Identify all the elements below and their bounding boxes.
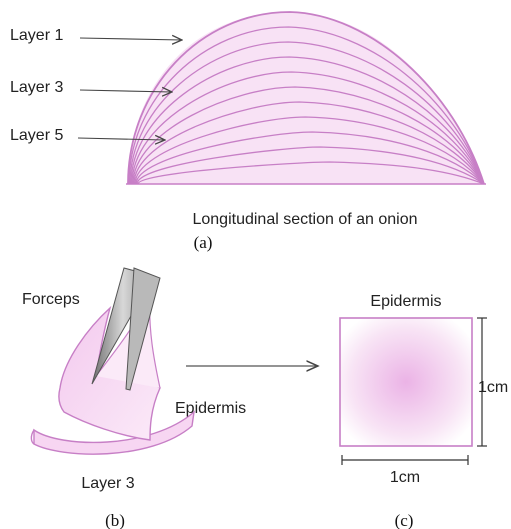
width-label: 1cm [390, 469, 420, 486]
epidermis-label-b: Epidermis [175, 400, 246, 417]
onion-longitudinal-section [126, 12, 486, 184]
caption-a: (a) [194, 233, 213, 252]
layer-1-label: Layer 1 [10, 27, 63, 44]
section-title: Longitudinal section of an onion [192, 211, 417, 228]
height-label: 1cm [478, 379, 508, 396]
layer-3-bottom-label: Layer 3 [81, 475, 134, 492]
epidermis-label-c: Epidermis [370, 293, 441, 310]
epidermis-square [340, 318, 472, 446]
layer-label-1: Layer 1 [10, 27, 182, 44]
layer-label-3: Layer 3 [10, 79, 172, 96]
layer-5-label: Layer 5 [10, 127, 63, 144]
caption-c: (c) [395, 511, 414, 529]
forceps-label: Forceps [22, 291, 80, 308]
caption-b: (b) [105, 511, 125, 529]
width-dimension [342, 455, 468, 465]
layer-1-pointer [80, 38, 182, 40]
layer-3-label: Layer 3 [10, 79, 63, 96]
